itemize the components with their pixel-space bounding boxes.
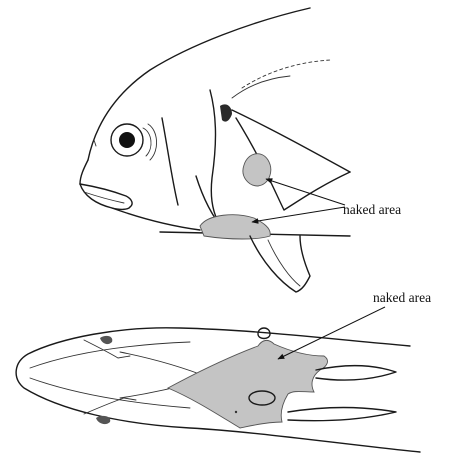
opercular-spine: [220, 104, 232, 121]
gill-membrane-lower: [84, 398, 136, 414]
naked-area-label-ventral: naked area: [373, 290, 431, 305]
arrow-to-pelvic-patch: [252, 207, 345, 222]
naked-area-pectoral: [243, 154, 271, 186]
arrow-to-pectoral-patch: [266, 179, 345, 205]
pelvic-fin-upper: [316, 366, 396, 380]
pectoral-base-upper: [100, 336, 112, 344]
lower-jaw: [80, 184, 130, 209]
scale-row: [232, 76, 290, 98]
pelvic-fin-lower-v: [288, 408, 396, 421]
eye-ring: [143, 128, 151, 156]
ventral-view: naked area: [16, 290, 431, 452]
naked-area-pelvic: [200, 215, 270, 239]
lateral-view: naked area: [80, 8, 401, 292]
throat: [112, 208, 200, 230]
pelvic-fin-ray: [268, 240, 300, 286]
arrow-to-ventral-patch: [278, 307, 385, 359]
pelvic-fin: [250, 236, 310, 292]
nostril: [94, 140, 96, 146]
naked-area-ventral: [168, 340, 327, 428]
pupil: [119, 132, 135, 148]
ventral-ridge-top: [30, 342, 190, 368]
opercle-edge: [210, 90, 222, 228]
preopercle: [162, 118, 178, 205]
naked-area-label-lateral: naked area: [343, 202, 401, 217]
pectoral-base-lower: [96, 416, 110, 424]
snout: [80, 160, 88, 184]
lateral-line: [242, 60, 330, 88]
eye-ring-outer: [148, 124, 157, 160]
dot: [235, 411, 237, 413]
